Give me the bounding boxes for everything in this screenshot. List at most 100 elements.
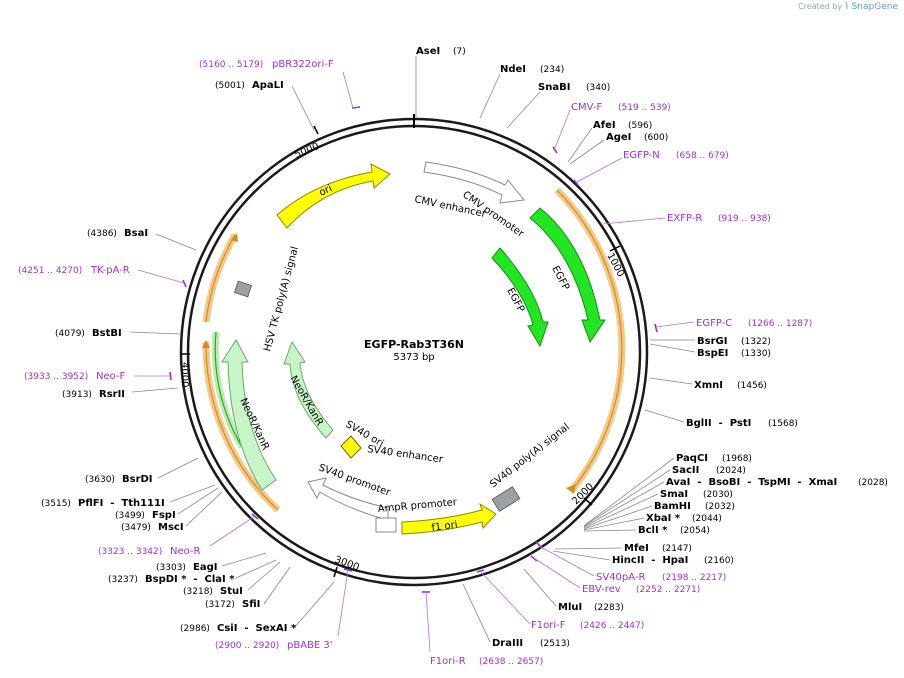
primer-egfp-c-pos: (1266 .. 1287) xyxy=(748,319,812,329)
primer-ebv-rev-pos: (2252 .. 2271) xyxy=(636,585,700,595)
marker-ebv-rev xyxy=(530,555,538,562)
feature-label-f1-ori: f1 ori xyxy=(431,519,458,534)
leader-bstbi xyxy=(129,331,181,335)
feature-ampr-promoter xyxy=(375,517,397,533)
site-msci-name: MscI xyxy=(158,522,184,533)
leader-bcli xyxy=(583,529,637,532)
feature-label-egfp-outer: EGFP xyxy=(549,264,571,292)
site-ndei-name: NdeI xyxy=(500,64,526,75)
leader-draiii xyxy=(462,583,491,643)
primer-tk-pa-r-name: TK-pA-R xyxy=(90,265,130,276)
leader-smai xyxy=(583,493,659,529)
primer-egfp-c-name: EGFP-C xyxy=(696,318,732,329)
site-sacii-pos: (2024) xyxy=(716,466,746,476)
site-bamhi-pos: (2032) xyxy=(705,502,735,512)
primer-f1ori-f-name: F1ori-F xyxy=(531,620,566,631)
primer-leader-pbabe3 xyxy=(337,569,349,637)
leader-bspdi xyxy=(235,559,277,579)
plasmid-name: EGFP-Rab3T36N xyxy=(364,338,464,351)
primer-leader-tk-pa-r xyxy=(137,269,185,284)
site-leaders xyxy=(129,56,696,643)
site-bstbi-pos: (4079) xyxy=(55,329,85,339)
features xyxy=(221,161,606,535)
primer-labels: (5160 .. 5179) pBR322ori-F CMV-F (519 ..… xyxy=(18,59,812,667)
feature-egfp-outer xyxy=(529,207,606,344)
site-bspdi-clai-name: BspDI * - ClaI * xyxy=(145,574,235,585)
site-bspei-name: BspEI xyxy=(697,348,728,359)
site-mfei-pos: (2147) xyxy=(662,544,692,554)
orf-arc-inner xyxy=(214,331,243,448)
primer-f1ori-r-name: F1ori-R xyxy=(430,656,466,667)
site-hincii-hpai-name: HincII - HpaI xyxy=(612,555,688,566)
marker-tk-pa-r xyxy=(182,279,187,288)
tick-label-5000: 5000 xyxy=(293,141,321,161)
marker-f1ori-f xyxy=(476,569,485,573)
site-bspdi-clai-pos: (3237) xyxy=(108,575,138,585)
site-pflfi-name: PflFI - Tth111I xyxy=(78,498,165,509)
tick-mark-1000 xyxy=(609,245,621,252)
feature-label-ampr-promoter: AmpR promoter xyxy=(377,497,458,515)
site-bglii-psti-name: BglII - PstI xyxy=(686,418,751,429)
orf-arc-left-upper xyxy=(205,234,236,323)
primer-pbabe3-name: pBABE 3' xyxy=(287,640,333,651)
primer-leaders xyxy=(134,71,695,653)
site-mlui-name: MluI xyxy=(558,602,582,613)
site-avai-group-pos: (2028) xyxy=(858,478,888,488)
feature-sv40-polya xyxy=(491,486,521,512)
primer-neo-r-pos: (3323 .. 3342) xyxy=(98,547,162,557)
leader-xmni xyxy=(649,377,693,385)
feature-label-sv40-polya: SV40 poly(A) signal xyxy=(488,422,572,491)
primer-tk-pa-r-pos: (4251 .. 4270) xyxy=(18,266,82,276)
site-smai-pos: (2030) xyxy=(703,490,733,500)
site-labels: AseI (7) NdeI (234) SnaBI (340) AfeI (59… xyxy=(41,46,888,649)
site-sfii-pos: (3172) xyxy=(205,600,235,610)
primer-leader-neo-r xyxy=(209,515,256,547)
site-fspi-pos: (3499) xyxy=(115,511,145,521)
brand-name: SnapGene xyxy=(851,2,898,12)
plasmid-length: 5373 bp xyxy=(393,352,434,363)
site-rsrii-name: RsrII xyxy=(99,389,125,400)
site-draiii-pos: (2513) xyxy=(540,639,570,649)
primer-exfp-r-name: EXFP-R xyxy=(667,213,702,224)
marker-egfp-c xyxy=(654,323,658,333)
leader-xbai xyxy=(583,517,645,531)
leader-stui xyxy=(247,561,281,591)
primer-cmv-f-name: CMV-F xyxy=(571,102,602,113)
leader-bsai xyxy=(155,233,197,251)
leader-fspi xyxy=(177,487,219,515)
site-eagi-name: EagI xyxy=(193,562,217,573)
leader-bspei xyxy=(649,343,696,353)
site-agei-pos: (600) xyxy=(644,133,668,143)
site-draiii-name: DraIII xyxy=(492,638,523,649)
site-apali-name: ApaLI xyxy=(252,80,284,91)
primer-leader-exfp-r xyxy=(602,217,666,225)
primer-pbr322ori-f-pos: (5160 .. 5179) xyxy=(199,60,263,70)
snapgene-logo-icon: ⌇ xyxy=(844,2,850,12)
leader-bamhi xyxy=(583,505,653,530)
site-apali-pos: (5001) xyxy=(215,81,245,91)
tick-mark-5000 xyxy=(313,125,319,135)
primer-exfp-r-pos: (919 .. 938) xyxy=(718,214,771,224)
site-fspi-name: FspI xyxy=(152,510,176,521)
leader-snabi xyxy=(506,91,541,129)
leader-mfei xyxy=(554,547,623,550)
leader-msci xyxy=(185,491,223,527)
feature-f1-ori xyxy=(401,502,497,535)
leader-paqci xyxy=(584,457,675,526)
site-paqci-name: PaqCI xyxy=(676,453,708,464)
feature-label-neokanr-inner: NeoR/KanR xyxy=(287,374,324,428)
orf-arc-right-arrowhead xyxy=(566,484,576,494)
site-eagi-pos: (3303) xyxy=(156,563,186,573)
site-snabi-pos: (340) xyxy=(586,83,610,93)
feature-neokanr-inner xyxy=(283,340,334,439)
leader-agei xyxy=(569,139,605,165)
primer-egfp-n-name: EGFP-N xyxy=(623,150,660,161)
site-bcli-name: BclI * xyxy=(638,525,668,536)
primer-pbr322ori-f-name: pBR322ori-F xyxy=(272,59,334,70)
primer-leader-f1ori-f xyxy=(480,571,531,625)
site-bsrgi-pos: (1322) xyxy=(741,337,771,347)
primer-leader-sv40pa-r xyxy=(538,545,595,577)
feature-label-ori: ori xyxy=(318,183,334,198)
primer-leader-egfp-c xyxy=(655,321,695,328)
feature-label-hsv-tk-polya: HSV TK poly(A) signal xyxy=(262,245,301,352)
